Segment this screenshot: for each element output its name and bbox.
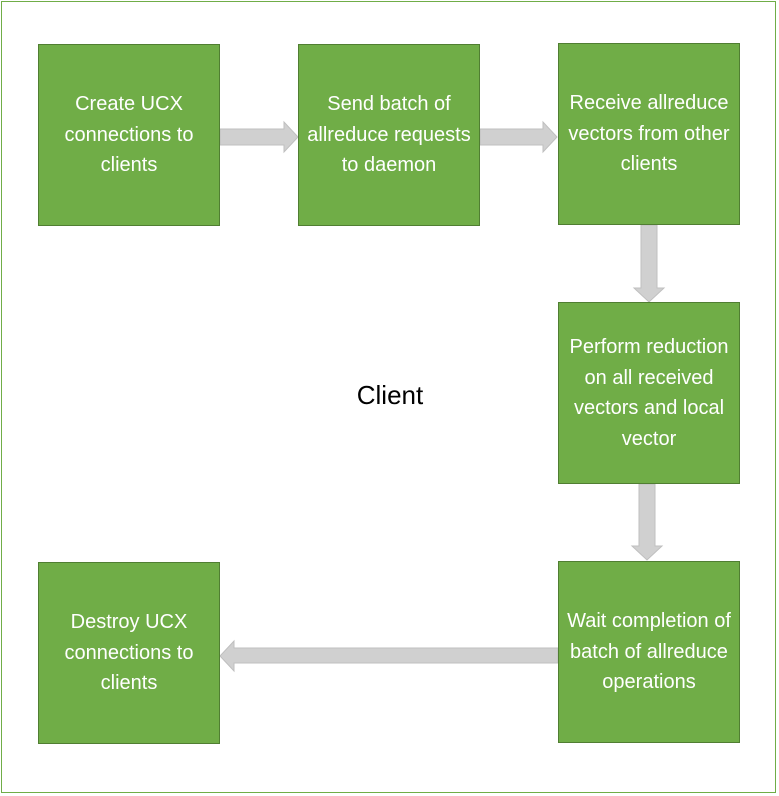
step-label: Destroy UCX connections to clients — [64, 611, 194, 695]
step-create-connections: Create UCX connections to clients — [38, 44, 220, 226]
step-receive-vectors: Receive allreduce vectors from other cli… — [558, 43, 740, 225]
step-send-batch: Send batch of allreduce requests to daem… — [298, 44, 480, 226]
step-label: Send batch of allreduce requests to daem… — [307, 93, 471, 177]
arrow-perform-to-wait — [630, 483, 664, 561]
step-wait-completion: Wait completion of batch of allreduce op… — [558, 561, 740, 743]
step-perform-reduction: Perform reduction on all received vector… — [558, 302, 740, 484]
step-label: Create UCX connections to clients — [64, 93, 194, 177]
arrow-receive-to-perform — [632, 224, 666, 303]
arrow-wait-to-destroy — [219, 639, 559, 673]
step-label: Perform reduction on all received vector… — [569, 336, 729, 450]
client-label: Client — [356, 380, 424, 410]
step-label: Receive allreduce vectors from other cli… — [568, 92, 730, 176]
arrow-send-to-receive — [479, 120, 558, 154]
step-destroy-connections: Destroy UCX connections to clients — [38, 562, 220, 744]
arrow-create-to-send — [219, 120, 299, 154]
step-label: Wait completion of batch of allreduce op… — [567, 610, 731, 694]
